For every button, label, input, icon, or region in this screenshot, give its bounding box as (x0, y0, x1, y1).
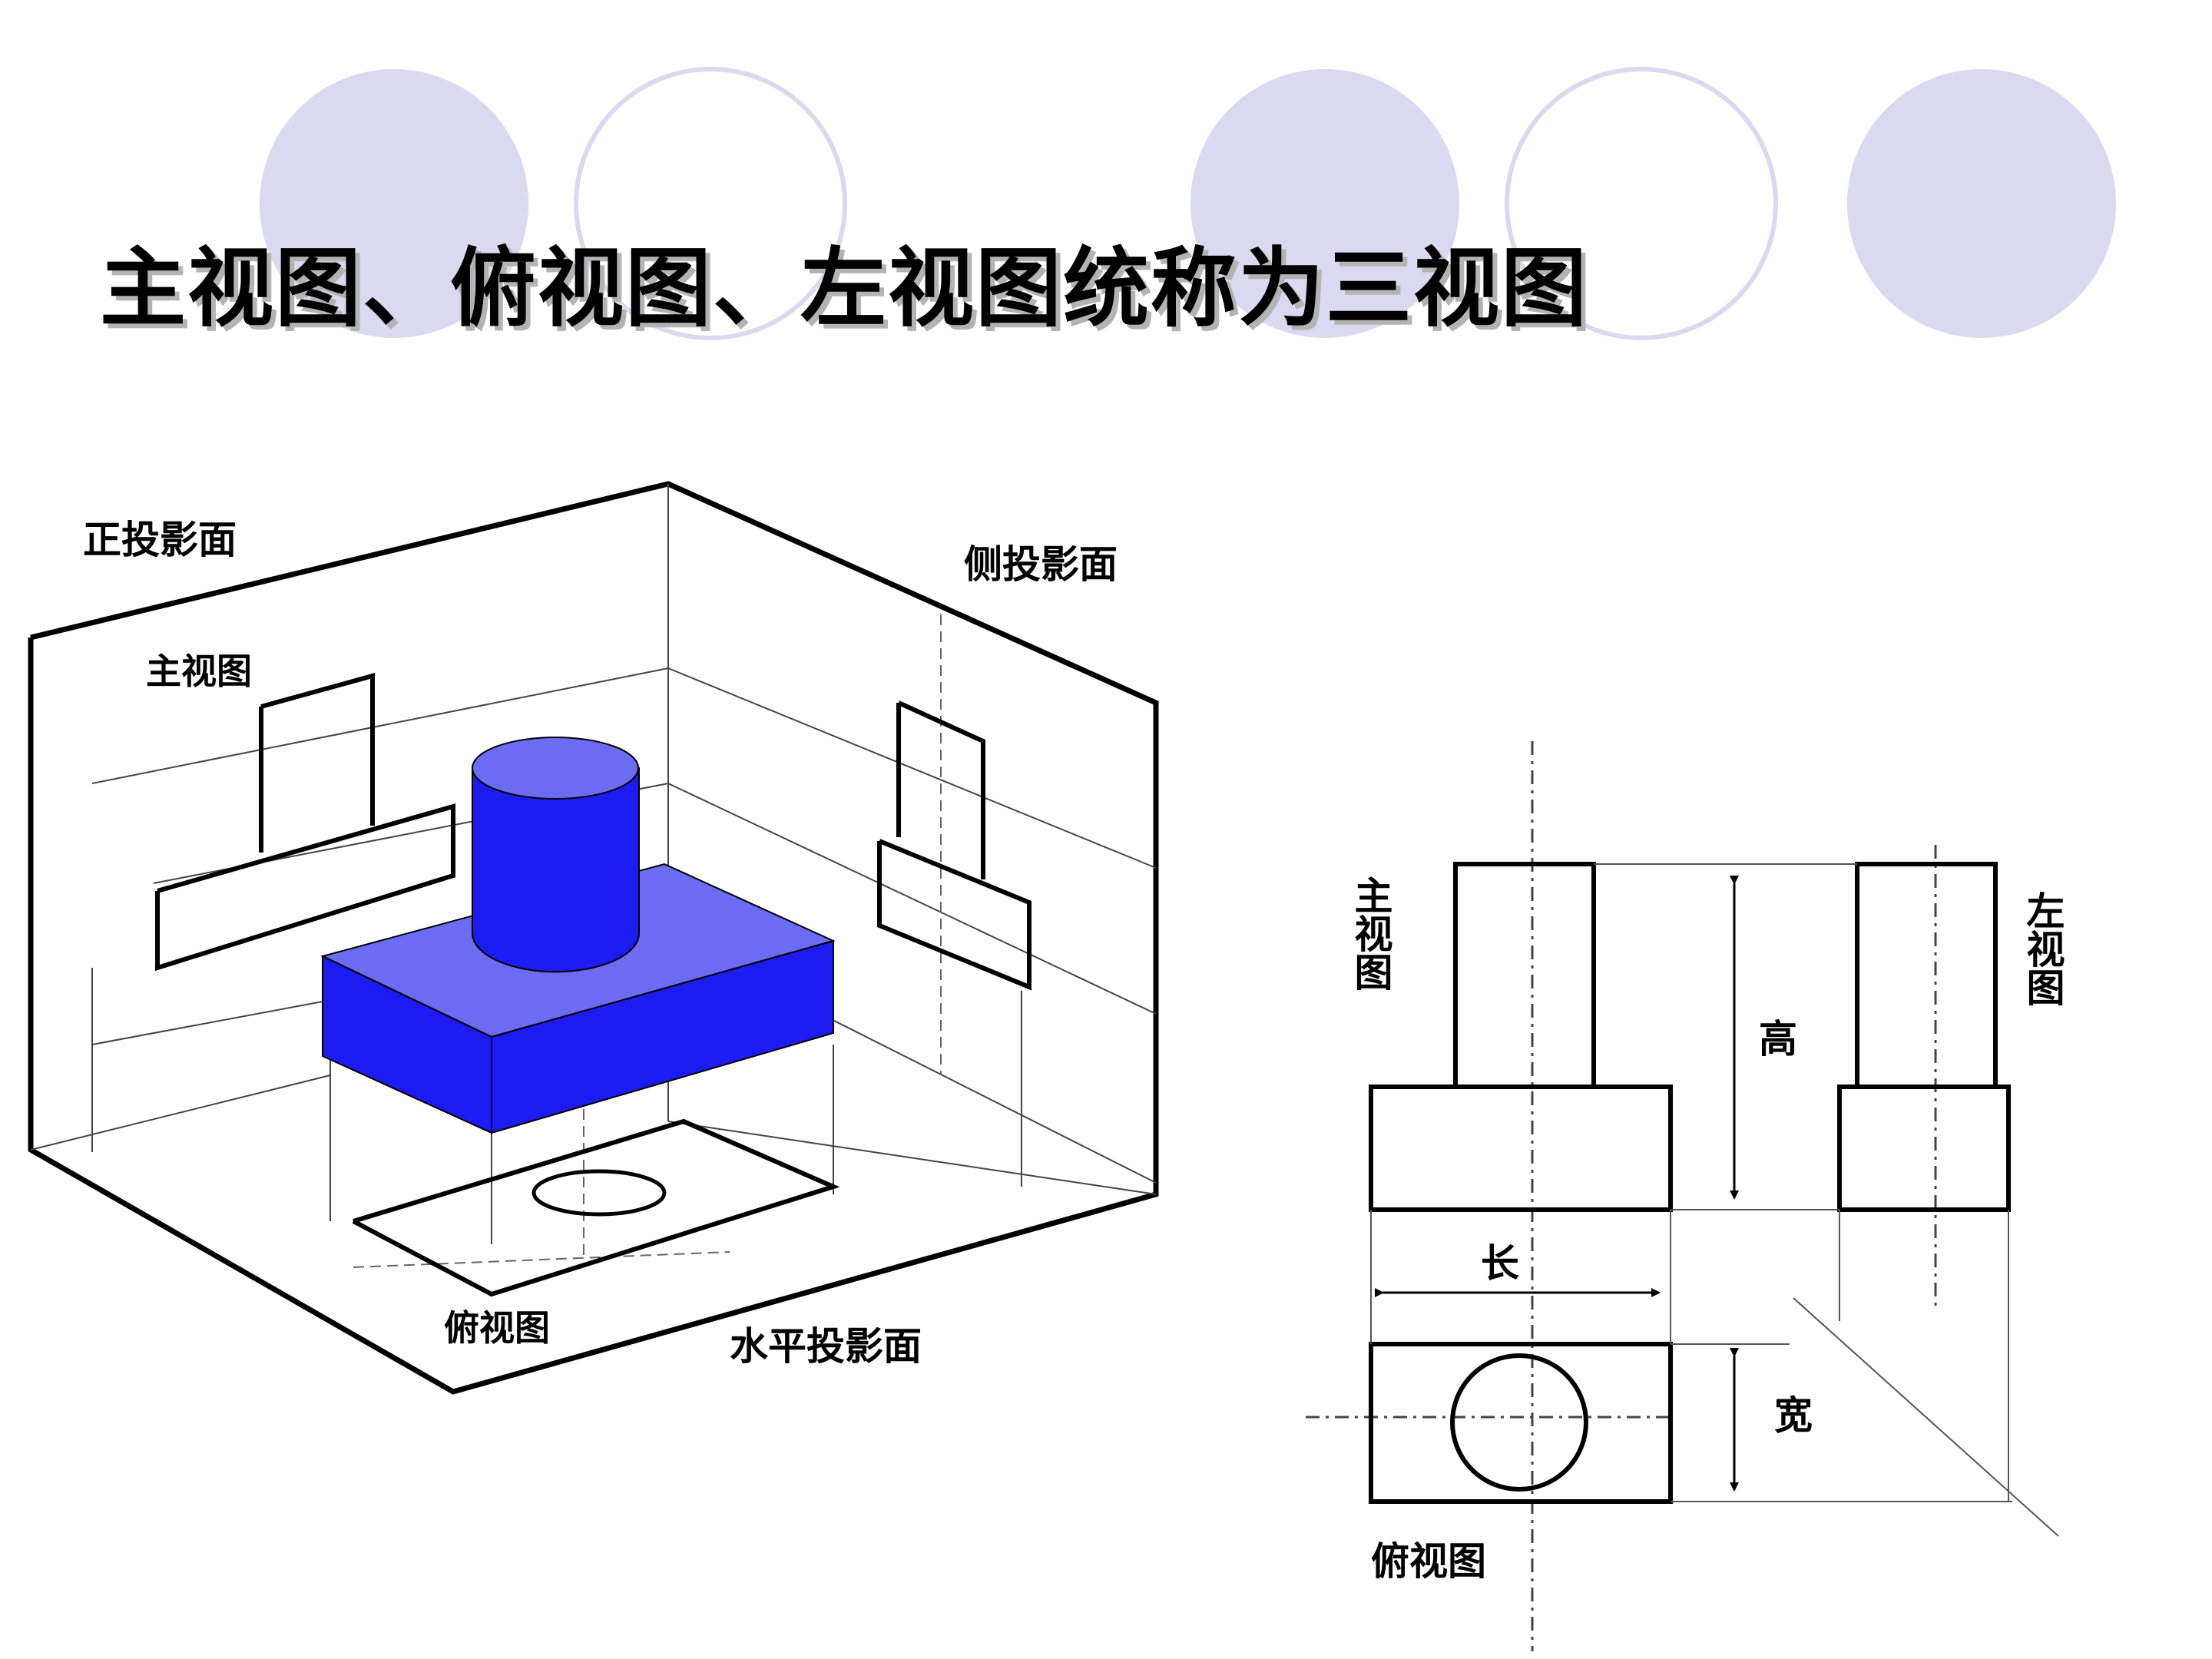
decorative-circle-filled (260, 69, 528, 338)
horizontal-plane-view-outline (352, 1118, 840, 1297)
height-label: 高 (1759, 1016, 1797, 1061)
top-view-base (1369, 1342, 1673, 1504)
ortho-front-view-label: 主视图 (1349, 876, 1394, 991)
projection-dashed-lines (353, 614, 942, 1268)
cylinder-top (472, 737, 639, 800)
side-plane-label: 侧投影面 (964, 541, 1118, 587)
top-view-label: 俯视图 (444, 1307, 550, 1349)
decorative-circle-outline (1505, 67, 1778, 340)
front-view-label: 主视图 (146, 651, 252, 692)
front-plane-label: 正投影面 (83, 517, 237, 562)
decorative-circle-filled (1190, 69, 1459, 338)
left-view-cylinder (1855, 862, 1998, 1089)
construction-lines (1370, 863, 2059, 1537)
slide-title: 主视图、俯视图、左视图统称为三视图 (100, 239, 1588, 339)
width-label: 宽 (1774, 1392, 1813, 1438)
front-view-base (1369, 1084, 1673, 1212)
ortho-center-lines (1306, 741, 1937, 1651)
front-view-cylinder (1453, 862, 1596, 1089)
front-view (1369, 862, 1673, 1212)
left-view-base (1837, 1084, 2011, 1212)
base-right-face (491, 939, 834, 1134)
front-plane-view-outline (155, 673, 455, 972)
side-plane-view-outline (877, 700, 1031, 991)
decorative-circle-filled (1847, 69, 2116, 338)
decorative-circle-outline (574, 67, 847, 340)
cylinder-body (472, 767, 640, 973)
ortho-top-view-label: 俯视图 (1371, 1538, 1486, 1584)
dimension-arrows (1375, 876, 1739, 1492)
solid-cylinder (472, 737, 640, 973)
ortho-left-view-label: 左视图 (2021, 891, 2066, 1006)
length-label: 长 (1481, 1240, 1519, 1286)
top-view (1369, 1342, 1673, 1504)
top-view-circle (1450, 1353, 1588, 1492)
left-view (1837, 862, 2011, 1212)
horizontal-plane-label: 水平投影面 (730, 1323, 922, 1369)
